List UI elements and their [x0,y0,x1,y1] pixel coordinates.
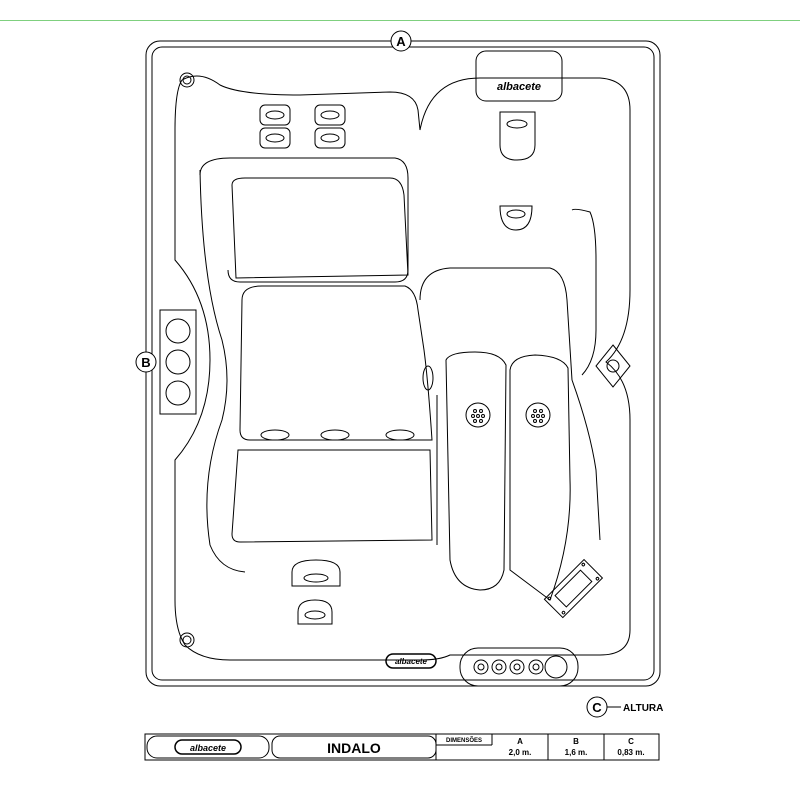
header-rule [0,20,800,21]
label-c: C [592,700,602,715]
bench-top-seat [231,177,409,279]
jet-right-2 [499,205,533,231]
dim-marker-a [390,30,412,52]
label-b: B [141,355,150,370]
dim-col-c-key: C [628,737,634,746]
jet-right-1 [499,111,536,161]
dim-col-b-value: 1,6 m. [565,748,588,757]
side-port-2 [165,349,191,375]
jet-bottom-2 [297,599,333,625]
tub-outline [174,75,631,661]
foot-jet-left [465,402,491,428]
bottom-control-strip [459,647,579,687]
jet-bottom-1 [291,559,341,587]
jet-cluster-top [259,104,346,149]
right-channel [571,208,597,376]
bottom-logo: albacete [395,657,428,666]
dim-col-b-key: B [573,737,579,746]
foot-jet-right [525,402,551,428]
drain-bottom-left-inner [182,635,192,645]
right-lounge-left [445,351,507,591]
drain-top-left [179,72,195,88]
title-brand: albacete [190,743,226,753]
headrest-logo: albacete [497,81,541,93]
dim-col-a-key: A [517,737,523,746]
dim-marker-b [135,351,157,373]
label-altura: ALTURA [623,703,663,714]
drain-top-left-inner [182,75,192,85]
dimensions-label: DIMENSÕES [446,737,482,744]
drain-bottom-left [179,632,195,648]
label-a: A [396,34,406,49]
right-lounge-right [509,354,571,601]
dim-col-a-value: 2,0 m. [509,748,532,757]
bench-bottom-curve [199,169,246,573]
logo-badge-bottom [385,653,437,669]
drain-right [606,359,620,373]
control-panel [543,558,604,619]
title-model: INDALO [327,740,381,756]
headrest [475,50,563,102]
right-lounge-outer [419,267,601,541]
bench-bottom-seat [231,449,433,543]
side-recess [159,309,197,415]
dim-col-c-value: 0,83 m. [617,748,644,757]
center-lounge [239,285,433,441]
side-port-3 [165,380,191,406]
lounge-jets [260,365,434,441]
title-block-frame [144,733,660,761]
side-port-1 [165,318,191,344]
control-buttons [473,655,568,679]
bench-top-left [199,157,409,283]
drain-right-outline [595,344,631,388]
